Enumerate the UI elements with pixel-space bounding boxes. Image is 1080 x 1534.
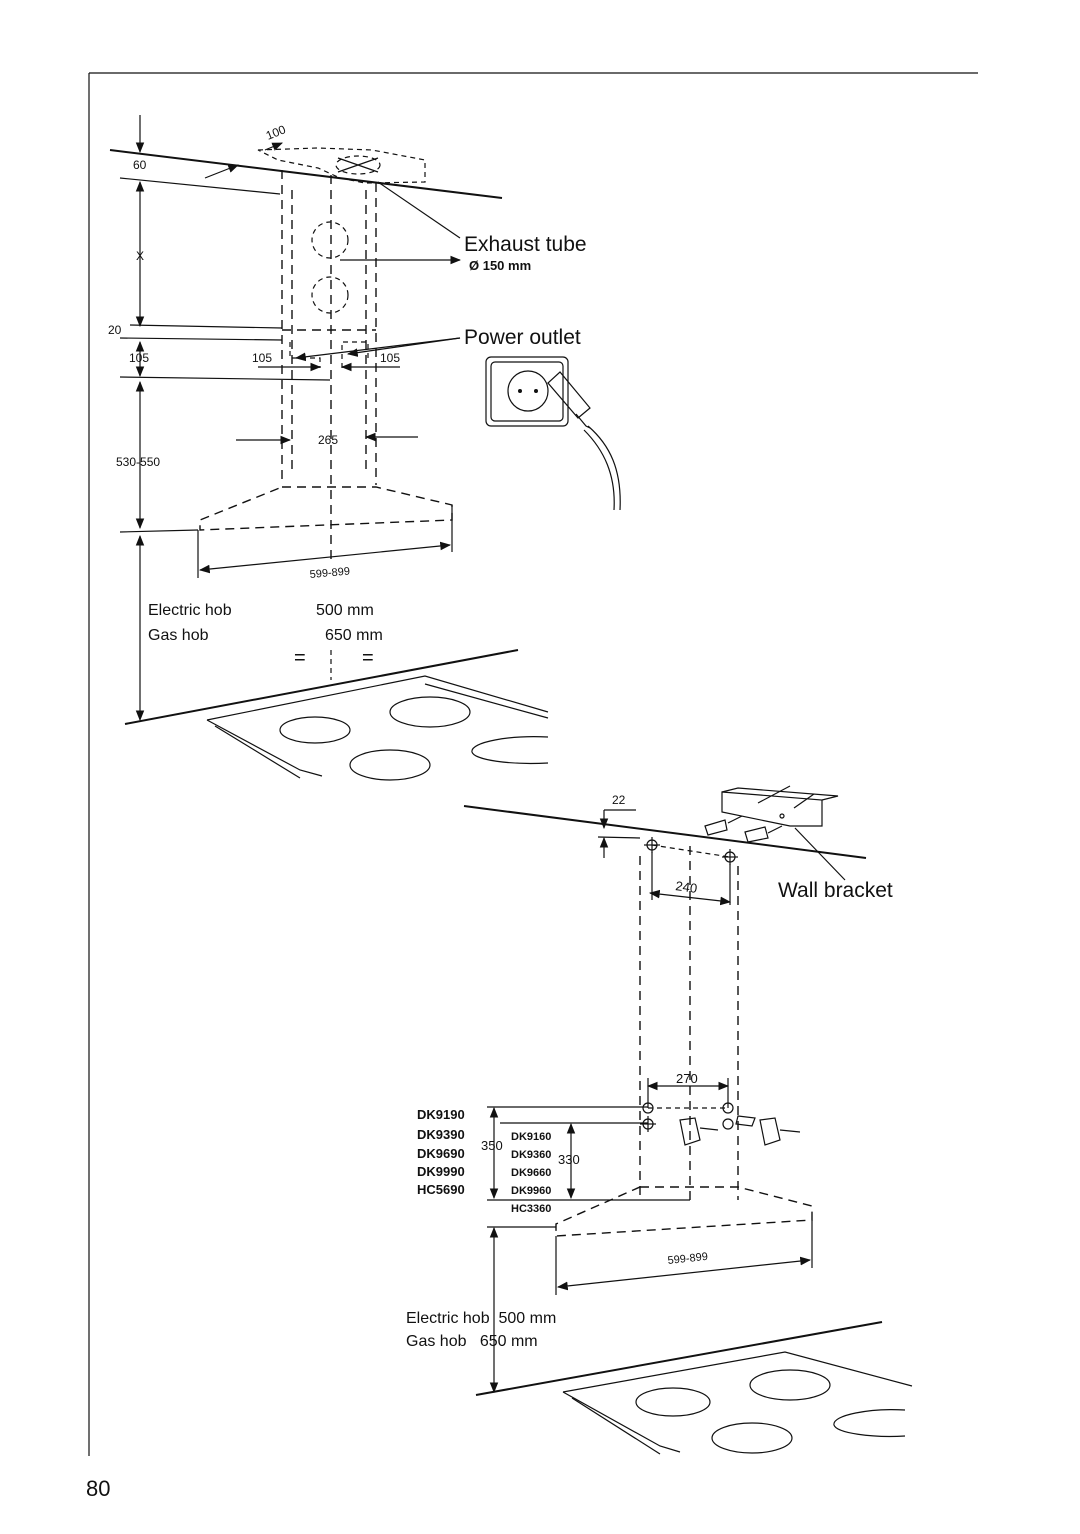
- dim-100: 100: [264, 122, 288, 143]
- model-350-item: DK9190: [417, 1107, 465, 1122]
- electric-hob-value: 500 mm: [316, 602, 374, 619]
- dim-350: 350: [481, 1138, 503, 1153]
- electric-hob-clearance: Electric hob 500 mm: [406, 1310, 556, 1327]
- exhaust-tube-label: Exhaust tube: [464, 233, 587, 256]
- dim-599-899-bottom: 599-899: [667, 1251, 708, 1267]
- ceiling-line-2: [463, 805, 867, 859]
- hob-top: [124, 649, 549, 781]
- models-350-list: DK9190 DK9390 DK9690 DK9990 HC5690: [417, 1107, 465, 1197]
- dim-105-left: 105: [129, 351, 149, 365]
- hob-bottom: [475, 1321, 913, 1455]
- exhaust-diameter-label: Ø 150 mm: [469, 258, 531, 273]
- dim-x: X: [136, 249, 144, 263]
- gas-hob-clearance: Gas hob 650 mm: [406, 1333, 538, 1350]
- dim-60: 60: [133, 158, 147, 172]
- wall-bracket-label: Wall bracket: [778, 879, 893, 902]
- model-330-item: DK9960: [511, 1185, 551, 1197]
- hood-canopy-2: [555, 1186, 813, 1237]
- gas-hob-value: 650 mm: [325, 627, 383, 644]
- ceiling-hole-x: [335, 155, 381, 175]
- dim-530-550: 530-550: [116, 455, 160, 469]
- dim-330: 330: [558, 1152, 580, 1167]
- model-350-item: DK9990: [417, 1164, 465, 1179]
- gas-hob-label: Gas hob: [148, 627, 209, 644]
- page-number: 80: [86, 1476, 110, 1501]
- dim-240: 240: [675, 878, 699, 896]
- dim-270: 270: [676, 1071, 698, 1086]
- dim-22: 22: [612, 793, 626, 807]
- model-330-item: DK9160: [511, 1131, 551, 1143]
- electric-hob-label: Electric hob: [148, 602, 232, 619]
- ceiling-hole: [257, 147, 426, 184]
- dim-20: 20: [108, 323, 122, 337]
- wall-bracket-icon: [704, 785, 839, 843]
- dim-105-right: 105: [380, 351, 400, 365]
- ceiling-line: [109, 149, 503, 199]
- dim-265: 265: [318, 433, 338, 447]
- model-330-item: HC3360: [511, 1203, 551, 1215]
- hood-canopy: [199, 486, 453, 531]
- exhaust-tube-circle-upper: [311, 221, 349, 259]
- bottom-diagram: 22 240 Wall bra: [406, 785, 913, 1455]
- model-350-item: DK9390: [417, 1127, 465, 1142]
- models-330-list: DK9160 DK9360 DK9660 DK9960 HC3360: [511, 1131, 551, 1215]
- model-350-item: HC5690: [417, 1182, 465, 1197]
- model-350-item: DK9690: [417, 1146, 465, 1161]
- equal-right: =: [362, 647, 374, 669]
- dim-599-899-top: 599-899: [309, 566, 350, 581]
- top-diagram: 100 60 X 20 105 105 105 265 530-550: [108, 115, 621, 781]
- page-frame: [88, 72, 978, 1456]
- dim-105-mid: 105: [252, 351, 272, 365]
- hood-bracket-icon: [679, 1115, 801, 1146]
- equal-left: =: [294, 647, 306, 669]
- model-330-item: DK9660: [511, 1167, 551, 1179]
- power-outlet-icon: [485, 356, 621, 511]
- power-outlet-label: Power outlet: [464, 326, 581, 349]
- exhaust-tube-circle-lower: [311, 276, 349, 314]
- model-330-item: DK9360: [511, 1149, 551, 1161]
